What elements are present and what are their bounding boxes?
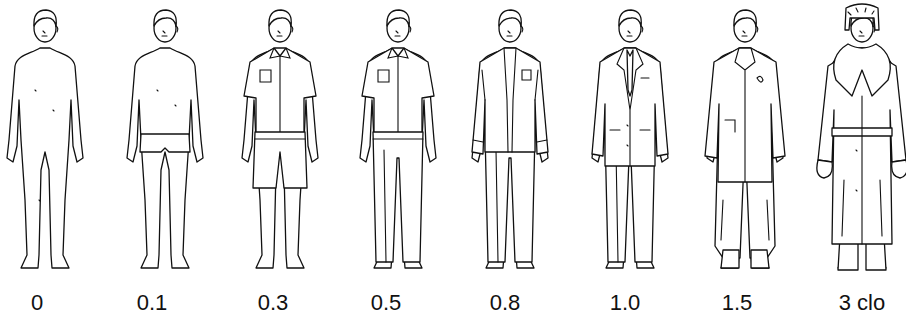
clothing-line-art (472, 10, 548, 268)
clothing-line-art (721, 48, 769, 240)
clo-value-label: 1.0 (610, 290, 641, 316)
nude-figure (7, 10, 83, 268)
clothing-line-art (244, 48, 316, 140)
clothing-line-art (592, 10, 668, 268)
clothing-line-art (473, 48, 547, 152)
clothing-line-art (7, 10, 83, 268)
clo-value-label: 0.5 (371, 290, 402, 316)
clothing-line-art (845, 4, 879, 30)
winter-coat-figure (817, 4, 906, 270)
clothing-line-art (157, 90, 176, 106)
clo-value-label: 0.3 (258, 290, 289, 316)
clothing-line-art (610, 48, 650, 166)
clothing-line-art (834, 44, 891, 96)
clothing-line-art (842, 96, 882, 244)
clothing-line-art (472, 48, 548, 154)
suit-figure (592, 10, 668, 268)
clo-value-label: 0 (31, 290, 43, 316)
clothing-line-art (848, 8, 874, 15)
clothing-line-art (35, 90, 54, 201)
clothing-line-art (817, 160, 906, 178)
clothing-line-art (627, 50, 633, 96)
jacket-figure (472, 10, 548, 268)
coat-overalls-figure (705, 10, 785, 268)
clothing-line-art (242, 10, 318, 268)
clo-value-label: 3 clo (839, 290, 885, 316)
clo-value-label: 0.8 (490, 290, 521, 316)
clothing-line-art (360, 10, 436, 268)
briefs-figure (127, 10, 203, 268)
shirt-shorts-figure (242, 10, 318, 268)
clothing-line-art (362, 48, 434, 140)
clothing-line-art (818, 50, 906, 244)
clothing-line-art (592, 48, 668, 166)
clothing-line-art (373, 132, 423, 262)
clothing-line-art (140, 134, 190, 152)
shirt-trousers-figure (360, 10, 436, 268)
clothing-line-art (721, 250, 769, 268)
clothing-line-art (253, 132, 307, 188)
clo-value-label: 1.5 (722, 290, 753, 316)
clothing-line-art (127, 10, 203, 268)
clo-value-label: 0.1 (137, 290, 168, 316)
clothing-line-art (255, 138, 305, 139)
